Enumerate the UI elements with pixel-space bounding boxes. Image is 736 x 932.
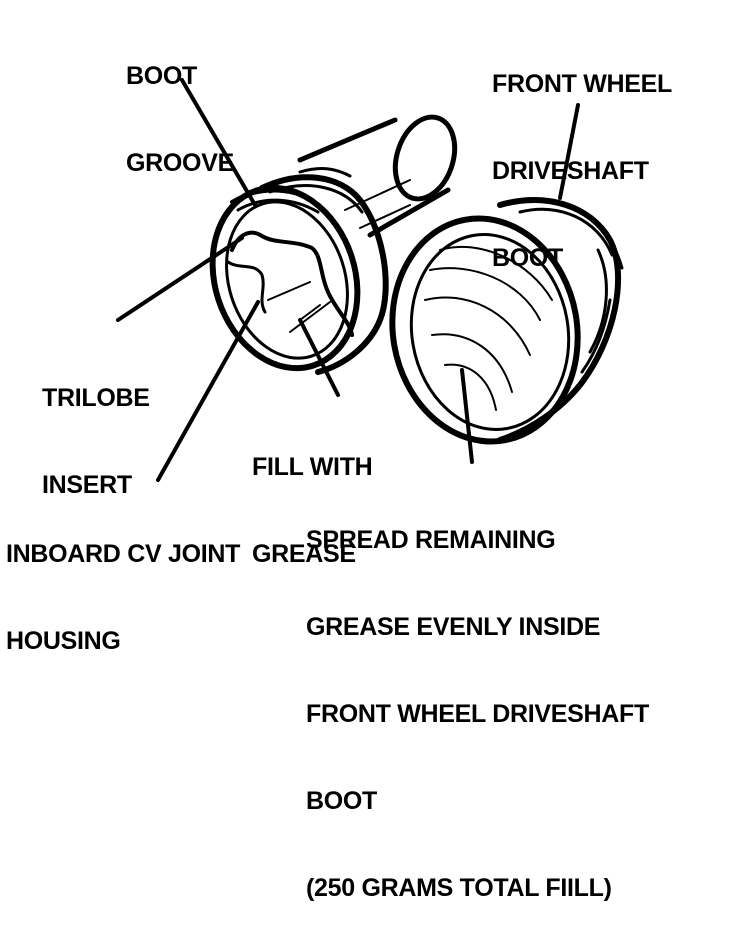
leader-lines [116, 78, 580, 482]
driveshaft-boot [389, 197, 624, 445]
label-boot-groove: BOOT GROOVE [126, 62, 234, 177]
driveshaft-stub [297, 114, 458, 238]
label-spread-remaining-grease: SPREAD REMAINING GREASE EVENLY INSIDE FR… [306, 526, 649, 902]
cv-joint-diagram [116, 78, 624, 482]
cv-joint-housing [209, 167, 411, 375]
label-front-wheel-driveshaft-boot: FRONT WHEEL DRIVESHAFT BOOT [492, 70, 673, 272]
label-inboard-cv-joint-housing: INBOARD CV JOINT HOUSING [6, 540, 241, 655]
label-trilobe-insert: TRILOBE INSERT [42, 384, 150, 499]
label-fill-with-grease: FILL WITH GREASE [252, 453, 373, 568]
